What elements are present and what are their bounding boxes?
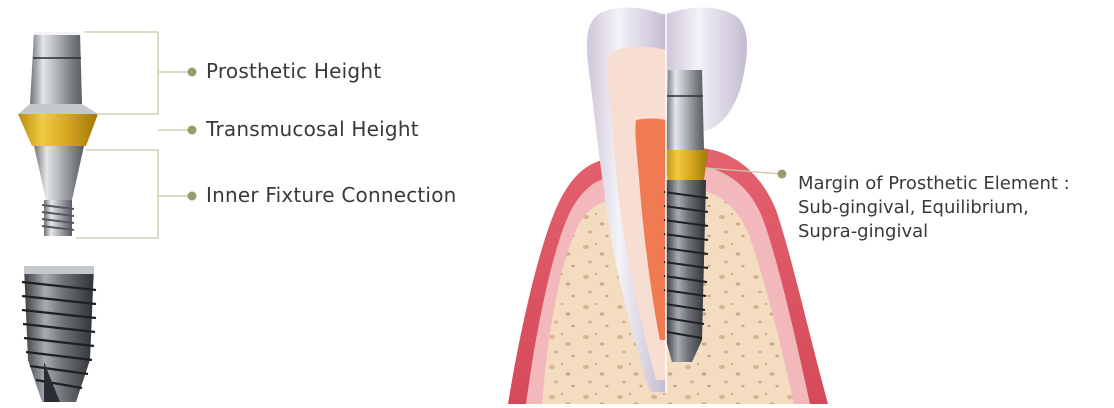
- abutment-illustration: [18, 32, 98, 236]
- callout-dot: [188, 68, 197, 77]
- margin-label-line-2: Sub-gingival, Equilibrium,: [798, 196, 1070, 220]
- fixture-illustration: [22, 266, 96, 402]
- tooth-cross-section: [508, 8, 828, 405]
- margin-of-prosthetic-element-label: Margin of Prosthetic Element : Sub-gingi…: [798, 172, 1070, 244]
- inner-fixture-connection-label: Inner Fixture Connection: [206, 183, 457, 207]
- callout-dot: [188, 126, 197, 135]
- margin-label-line-1: Margin of Prosthetic Element :: [798, 172, 1070, 196]
- prosthetic-height-label: Prosthetic Height: [206, 59, 381, 83]
- margin-label-line-3: Supra-gingival: [798, 220, 1070, 244]
- callout-brackets: [76, 32, 192, 238]
- transmucosal-height-label: Transmucosal Height: [206, 117, 419, 141]
- callout-dot: [778, 170, 787, 179]
- callout-dot: [188, 192, 197, 201]
- abutment-screw: [42, 200, 74, 236]
